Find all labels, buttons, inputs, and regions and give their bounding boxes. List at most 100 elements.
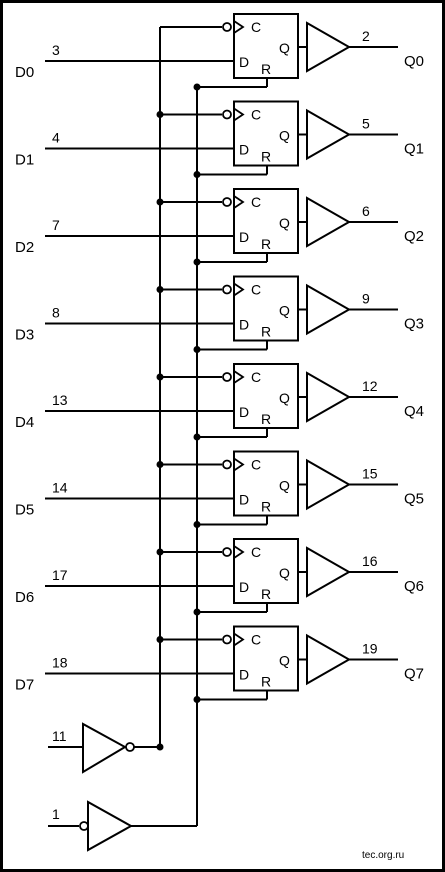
reset-pin-label: R — [261, 499, 271, 515]
output-label: Q5 — [404, 491, 424, 508]
output-pin-number: 2 — [362, 28, 370, 44]
clock-pin-label: C — [251, 544, 261, 560]
output-buffer-triangle — [306, 196, 352, 248]
clock-inversion-bubble — [222, 22, 232, 32]
flip-flop-box — [233, 363, 299, 429]
output-pin-label: Q — [279, 565, 290, 581]
clock-inverter-triangle — [82, 722, 128, 774]
output-buffer-triangle — [306, 458, 352, 511]
output-pin-number: 19 — [362, 641, 378, 657]
clock-edge-marker — [233, 195, 245, 209]
clock-input-pin-number: 11 — [52, 728, 67, 744]
data-pin-label: D — [239, 404, 249, 420]
clock-edge-marker — [233, 545, 245, 559]
data-input-pin-number: 7 — [52, 217, 60, 233]
output-pin-label: Q — [279, 390, 290, 406]
clock-pin-label: C — [251, 369, 261, 385]
reset-input-bubble — [79, 821, 89, 831]
output-label: Q3 — [404, 316, 424, 333]
data-input-label: D5 — [15, 502, 34, 519]
clock-inversion-bubble — [222, 634, 232, 645]
buses — [159, 27, 198, 826]
output-label: Q0 — [404, 53, 424, 70]
reset-pin-label: R — [261, 586, 271, 602]
flip-flop-box — [233, 100, 299, 167]
output-buffer-triangle — [306, 21, 352, 73]
reset-pin-label: R — [261, 674, 271, 690]
clock-pin-label: C — [251, 457, 261, 473]
clock-inversion-bubble — [222, 284, 232, 295]
clock-inversion-bubble — [222, 547, 232, 557]
output-pin-label: Q — [279, 303, 290, 319]
output-pin-label: Q — [279, 215, 290, 231]
flip-flop-box — [233, 625, 299, 692]
reset-input-pin-number: 1 — [52, 806, 60, 822]
clock-pin-label: C — [251, 632, 261, 648]
output-label: Q6 — [404, 578, 424, 595]
output-buffer-triangle — [306, 371, 352, 423]
data-input-label: D0 — [15, 64, 34, 81]
output-pin-label: Q — [279, 653, 290, 669]
reset-pin-label: R — [261, 324, 271, 340]
output-buffer-triangle — [306, 283, 352, 336]
data-input-label: D4 — [15, 414, 34, 431]
clock-edge-marker — [233, 20, 245, 34]
output-pin-label: Q — [279, 128, 290, 144]
reset-pin-label: R — [261, 411, 271, 427]
flip-flop-box — [233, 275, 299, 342]
control-inputs: 111 — [48, 722, 197, 852]
data-input-label: D7 — [15, 677, 34, 694]
output-pin-number: 9 — [362, 291, 370, 307]
data-input-pin-number: 18 — [52, 655, 68, 671]
data-input-pin-number: 4 — [52, 130, 60, 146]
data-input-label: D6 — [15, 589, 34, 606]
output-pin-label: Q — [279, 478, 290, 494]
reset-pin-label: R — [261, 61, 271, 77]
clock-edge-marker — [233, 107, 245, 122]
clock-edge-marker — [233, 632, 245, 647]
output-label: Q2 — [404, 228, 424, 245]
clock-inversion-bubble — [222, 459, 232, 470]
reset-buffer-triangle — [87, 800, 134, 852]
data-input-label: D3 — [15, 327, 34, 344]
clock-inversion-bubble — [222, 109, 232, 120]
data-input-label: D2 — [15, 239, 34, 256]
data-pin-label: D — [239, 317, 249, 333]
data-input-pin-number: 13 — [52, 392, 68, 408]
data-input-pin-number: 8 — [52, 305, 60, 321]
clock-edge-marker — [233, 457, 245, 472]
output-buffer-triangle — [306, 546, 352, 598]
data-pin-label: D — [239, 229, 249, 245]
output-pin-number: 16 — [362, 553, 378, 569]
clock-edge-marker — [233, 370, 245, 384]
output-pin-number: 12 — [362, 378, 378, 394]
output-pin-label: Q — [279, 40, 290, 56]
output-pin-number: 5 — [362, 116, 370, 132]
data-input-label: D1 — [15, 152, 34, 169]
reset-pin-label: R — [261, 149, 271, 165]
clock-pin-label: C — [251, 194, 261, 210]
reset-pin-label: R — [261, 236, 271, 252]
output-label: Q4 — [404, 403, 424, 420]
data-pin-label: D — [239, 579, 249, 595]
data-pin-label: D — [239, 142, 249, 158]
clock-pin-label: C — [251, 107, 261, 123]
clock-bus-junction-dot — [156, 743, 164, 751]
data-input-pin-number: 17 — [52, 567, 68, 583]
output-label: Q7 — [404, 666, 424, 683]
clock-inverter-bubble — [125, 742, 135, 752]
output-buffer-triangle — [306, 633, 352, 686]
clock-inversion-bubble — [222, 372, 232, 382]
data-pin-label: D — [239, 667, 249, 683]
data-input-pin-number: 14 — [52, 480, 68, 496]
data-pin-label: D — [239, 492, 249, 508]
